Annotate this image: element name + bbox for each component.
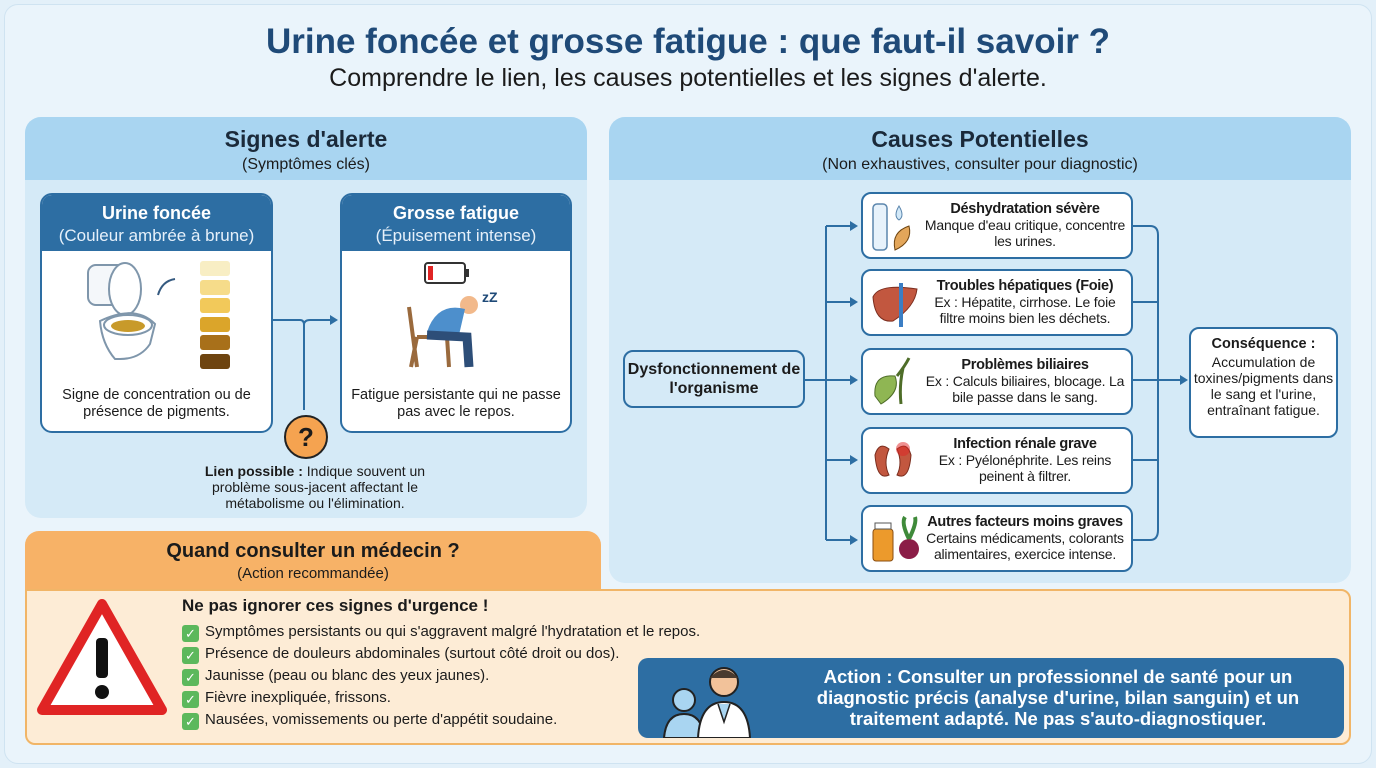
signs-title: Signes d'alerte [224,126,388,152]
page-title: Urine foncée et grosse fatigue : que fau… [265,22,1111,61]
check-icon: ✓ [182,625,199,642]
check-icon: ✓ [182,669,199,686]
gallbladder-icon [874,357,911,405]
doctor-patient-icon [662,667,752,738]
card-subtitle: (Couleur ambrée à brune) [58,226,255,245]
link-label: Lien possible : [204,463,303,479]
consult-subtitle: (Action recommandée) [237,565,389,582]
consequence-title: Conséquence : [1211,336,1316,352]
urine-color-swatch [200,335,230,350]
urgent-item: ✓ Symptômes persistants ou qui s'aggraven… [182,621,700,643]
urgent-list: ✓ Symptômes persistants ou qui s'aggraven… [182,621,700,731]
cause-desc: Manque d'eau critique, concentre les uri… [924,217,1126,249]
card-dark-urine: Urine foncée (Couleur ambrée à brune) Sig… [40,193,273,433]
check-icon: ✓ [182,647,199,664]
cause-title: Déshydratation sévère [950,201,1100,217]
urgent-item: ✓ Nausées, vomissements ou perte d'appéti… [182,709,700,731]
card-description: Signe de concentration ou de présence de… [62,387,251,420]
cause-desc: Certains médicaments, colorants alimenta… [926,530,1124,562]
signs-subtitle: (Symptômes clés) [241,156,371,173]
card-title: Grosse fatigue [392,203,520,223]
urgent-title: Ne pas ignorer ces signes d'urgence ! [182,596,489,615]
card-subtitle: (Épuisement intense) [375,226,537,245]
link-note: Lien possible : Indique souvent un probl… [190,463,440,511]
action-text: Action : Consulter un professionnel de s… [816,666,1300,729]
toilet-icon [87,262,176,360]
urine-color-swatch [200,353,230,369]
water-bottle-icon [872,203,911,251]
cause-title: Troubles hépatiques (Foie) [936,278,1114,294]
card-description: Fatigue persistante qui ne passe pas ave… [351,387,561,420]
cause-box: Troubles hépatiques (Foie)Ex : Hépatite,… [861,269,1133,336]
check-icon: ✓ [182,713,199,730]
cause-desc: Ex : Pyélonéphrite. Les reins peinent à … [938,452,1112,484]
urine-color-swatch [200,261,230,276]
link-text: Indique souvent un problème sous-jacent … [212,463,426,511]
urgent-item-text: Jaunisse (peau ou blanc des yeux jaunes)… [205,667,490,684]
causes-subtitle: (Non exhaustives, consulter pour diagnos… [822,156,1138,173]
urine-color-scale [200,261,230,372]
urgent-item: ✓ Jaunisse (peau ou blanc des yeux jaunes… [182,665,700,687]
urine-color-swatch [200,279,230,295]
urine-color-swatch [200,298,230,313]
medicine-beet-icon [872,515,919,562]
check-icon: ✓ [182,691,199,708]
source-box: Dysfonctionnement de l'organisme [623,350,805,408]
cause-desc: Ex : Calculs biliaires, blocage. La bile… [925,373,1125,405]
urgent-item-text: Symptômes persistants ou qui s'aggravent… [205,623,701,640]
cause-title: Autres facteurs moins graves [927,514,1123,530]
card-fatigue: Grosse fatigue (Épuisement intense) zZ Fa… [340,193,572,433]
urgent-item-text: Présence de douleurs abdominales (surtou… [205,645,620,662]
causes-title: Causes Potentielles [871,126,1089,152]
question-bubble-icon: ? [284,415,328,459]
card-title: Urine foncée [101,203,212,223]
urgent-item: ✓ Fièvre inexpliquée, frissons. [182,687,700,709]
page-subtitle: Comprendre le lien, les causes potentiel… [329,64,1047,92]
cause-title: Infection rénale grave [953,436,1097,452]
cause-title: Problèmes biliaires [961,357,1089,373]
urgent-item: ✓ Présence de douleurs abdominales (surto… [182,643,700,665]
urgent-item-text: Fièvre inexpliquée, frissons. [205,689,391,706]
action-box: Action : Consulter un professionnel de s… [638,658,1344,738]
liver-icon [872,283,918,327]
cause-desc: Ex : Hépatite, cirrhose. Le foie filtre … [934,294,1116,326]
tired-person-icon: zZ [407,262,498,368]
consequence-box: Conséquence : Accumulation de toxines/pi… [1189,327,1338,438]
warning-icon [37,599,167,715]
svg-text:zZ: zZ [482,289,498,305]
urine-color-swatch [200,316,230,332]
urgent-item-text: Nausées, vomissements ou perte d'appétit… [205,711,558,728]
kidney-icon [874,442,912,477]
consult-title: Quand consulter un médecin ? [166,540,460,562]
consequence-text: Accumulation de toxines/pigments dans le… [1193,354,1334,418]
consult-header: Quand consulter un médecin ? (Action rec… [25,531,601,591]
